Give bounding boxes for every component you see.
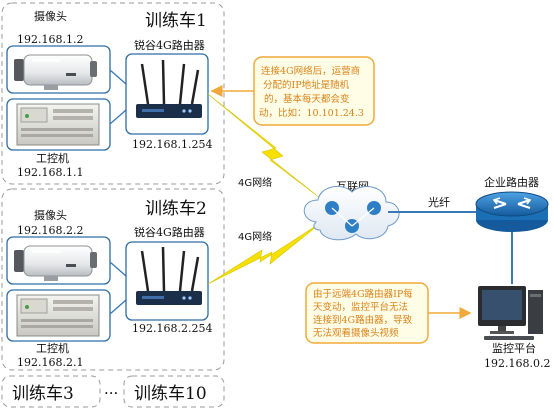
car1-pc-label: 工控机: [36, 151, 69, 165]
car2-router-label: 锐谷4G路由器: [134, 225, 205, 239]
computer-icon: [478, 286, 543, 340]
industrial-pc-icon: [16, 103, 100, 146]
car1-group: 训练车1 摄像头 192.168.1.2 工控机 192.168.1.1 锐谷4…: [1, 2, 225, 185]
svg-text:动，比如：10.101.24.3: 动，比如：10.101.24.3: [259, 107, 364, 119]
svg-text:无法观看摄像头视频: 无法观看摄像头视频: [313, 327, 399, 339]
car1-pc-ip: 192.168.1.1: [17, 166, 83, 179]
car2-pc-label: 工控机: [36, 341, 69, 355]
svg-text:天变动，监控平台无法: 天变动，监控平台无法: [313, 301, 408, 313]
enterprise-router-icon: [475, 191, 549, 232]
car1-router-ip: 192.168.1.254: [132, 138, 212, 151]
cloud-icon: [303, 185, 400, 241]
svg-text:由于远端4G路由器IP每: 由于远端4G路由器IP每: [313, 288, 413, 300]
car1-pc-link: [109, 109, 127, 125]
car3-title: 训练车3: [12, 384, 74, 404]
car1-camera-ip: 192.168.1.2: [17, 33, 83, 46]
car10-title: 训练车10: [134, 384, 207, 404]
note-bottom-text: 由于远端4G路由器IP每 天变动，监控平台无法 连接到4G路由器，导致 无法观看…: [313, 288, 413, 339]
fiber-label: 光纤: [428, 195, 450, 209]
ellipsis: ···: [104, 384, 118, 402]
svg-text:连接到4G路由器，导致: 连接到4G路由器，导致: [313, 314, 413, 326]
car2-camera-label: 摄像头: [34, 208, 67, 222]
car1-dashed-frame: [1, 2, 225, 185]
car2-title: 训练车2: [145, 199, 207, 219]
industrial-pc-icon: [16, 294, 100, 337]
note-top-text: 连接4G网络后，运营商 分配的IP地址是随机 的，基本每天都会变 动，比如：10…: [259, 65, 364, 119]
car1-router-box: [125, 53, 209, 135]
svg-text:连接4G网络后，运营商: 连接4G网络后，运营商: [261, 65, 360, 77]
svg-text:分配的IP地址是随机: 分配的IP地址是随机: [263, 79, 350, 91]
4g-router-icon: [136, 59, 202, 118]
car1-camera-link: [109, 69, 127, 85]
enterprise-router-label: 企业路由器: [484, 175, 539, 189]
car2-router-box: [125, 241, 209, 321]
car1-title: 训练车1: [145, 11, 207, 31]
car2-dashed-frame: [1, 188, 225, 371]
camera-icon: [14, 245, 97, 281]
car2-camera-link: [109, 261, 127, 277]
car2-pc-link: [109, 299, 127, 315]
car2-group: 训练车2 摄像头 192.168.2.2 工控机 192.168.2.1 锐谷4…: [1, 188, 225, 371]
car2-pc-ip: 192.168.2.1: [17, 356, 83, 369]
car1-router-label: 锐谷4G路由器: [134, 38, 205, 52]
car2-router-ip: 192.168.2.254: [132, 322, 212, 335]
monitor-label: 监控平台: [492, 341, 536, 355]
car2-link-label: 4G网络: [238, 230, 272, 243]
svg-text:的，基本每天都会变: 的，基本每天都会变: [264, 93, 350, 105]
camera-icon: [14, 54, 97, 90]
car2-camera-ip: 192.168.2.2: [17, 224, 83, 237]
car1-camera-label: 摄像头: [34, 9, 67, 23]
car3-frame: [1, 375, 101, 408]
4g-router-icon: [136, 246, 202, 305]
car10-frame: [123, 375, 225, 408]
monitor-ip: 192.168.0.2: [484, 357, 550, 370]
car1-link-label: 4G网络: [238, 176, 272, 189]
